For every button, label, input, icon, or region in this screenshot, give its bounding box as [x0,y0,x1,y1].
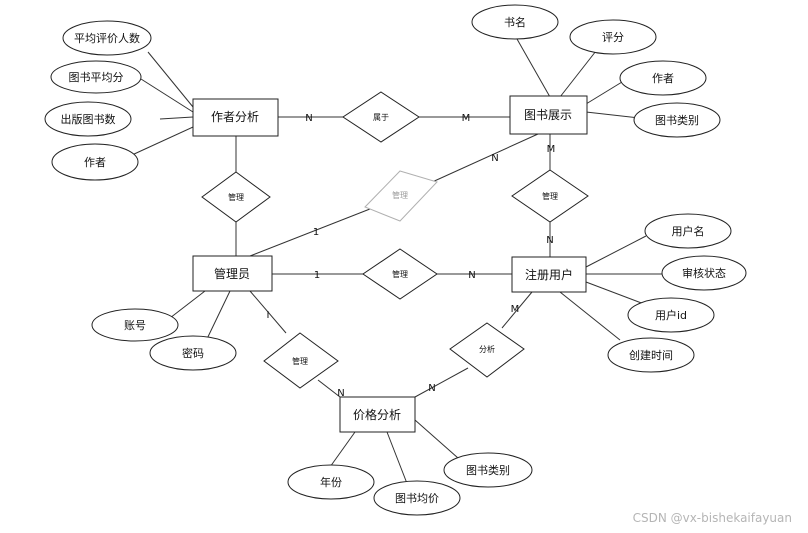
rel-manage-price-label: 管理 [292,356,308,366]
rel-belongs-to-label: 属于 [373,113,389,122]
rel-belongs-to: 属于 [342,91,420,143]
entity-registered-user: 注册用户 [511,256,587,293]
attr-create-time: 创建时间 [607,337,695,373]
attr-password-label: 密码 [182,346,204,360]
attr-book-category-bottom-label: 图书类别 [466,463,510,477]
rel-manage-user-book-label: 管理 [542,191,558,201]
attr-avg-book-price: 图书均价 [373,480,461,516]
entity-admin-label: 管理员 [214,266,250,281]
attr-user-id-label: 用户id [655,308,687,322]
card-book-manage-bottom: N [546,235,553,246]
rel-manage-author-label: 管理 [228,192,244,202]
card-admin-manage-users: 1 [314,270,320,281]
attr-author-left-label: 作者 [84,156,106,169]
attr-avg-rating-count: 平均评价人数 [62,20,152,56]
rel-manage-user-book: 管理 [511,169,589,223]
attr-avg-rating-count-label: 平均评价人数 [74,32,140,45]
attr-year: 年份 [287,464,375,500]
attr-author-right: 作者 [619,60,707,96]
rel-manage-books-label: 管理 [392,190,408,200]
entity-author-analysis-label: 作者分析 [211,110,259,124]
attr-account: 账号 [91,308,179,342]
attr-book-title: 书名 [471,4,559,40]
attr-account-label: 账号 [124,319,146,332]
rel-manage-books: 管理 [364,170,438,222]
rel-manage-users: 管理 [362,248,438,300]
entity-book-display-label: 图书展示 [524,108,572,122]
card-price-manage-price: N [337,388,344,399]
entity-price-analysis-label: 价格分析 [353,407,401,422]
attr-book-avg-score: 图书平均分 [50,60,142,94]
entity-admin: 管理员 [192,255,273,292]
attr-password: 密码 [149,335,237,371]
card-admin-manage-price: I [267,310,270,321]
attr-book-category-right: 图书类别 [633,102,721,138]
entity-book-display: 图书展示 [509,95,588,135]
attr-avg-book-price-label: 图书均价 [395,492,439,505]
attr-book-category-bottom: 图书类别 [443,452,533,488]
attr-rating-label: 评分 [602,31,624,44]
card-admin-manage-books: 1 [313,227,319,238]
attr-book-avg-score-label: 图书平均分 [69,71,124,84]
attr-user-id: 用户id [627,297,715,333]
card-user-manage-users: N [468,270,475,281]
attr-published-book-count-label: 出版图书数 [61,112,116,126]
card-book-manage-books: N [491,153,498,164]
attr-review-status: 审核状态 [661,255,747,291]
card-book-manage-top: M [547,144,556,155]
attr-username-label: 用户名 [672,224,705,238]
watermark: CSDN @vx-bishekaifayuan [632,511,792,525]
rel-manage-author: 管理 [201,171,271,223]
rel-manage-users-label: 管理 [392,269,408,279]
card-author-belongs: N [305,113,312,124]
attr-author-left: 作者 [51,143,139,181]
card-price-analyze: N [428,383,435,394]
rel-analyze-label: 分析 [479,344,495,354]
entity-registered-user-label: 注册用户 [525,267,573,282]
rel-manage-price: 管理 [263,332,339,389]
attr-username: 用户名 [644,213,732,249]
attr-review-status-label: 审核状态 [682,266,726,280]
attr-rating: 评分 [569,19,657,55]
attr-book-title-label: 书名 [504,15,526,29]
attr-create-time-label: 创建时间 [629,348,673,362]
entity-price-analysis: 价格分析 [339,396,416,433]
attr-author-right-label: 作者 [652,72,674,85]
card-user-analyze: M [511,304,520,315]
card-belongs-book: M [462,113,471,124]
rel-analyze: 分析 [449,322,525,378]
cardinality-labels: N M M N 1 N 1 N I N M N [267,113,556,399]
attr-year-label: 年份 [320,475,342,489]
attr-published-book-count: 出版图书数 [44,101,132,137]
attr-book-category-right-label: 图书类别 [655,113,699,127]
entity-author-analysis: 作者分析 [192,98,279,137]
